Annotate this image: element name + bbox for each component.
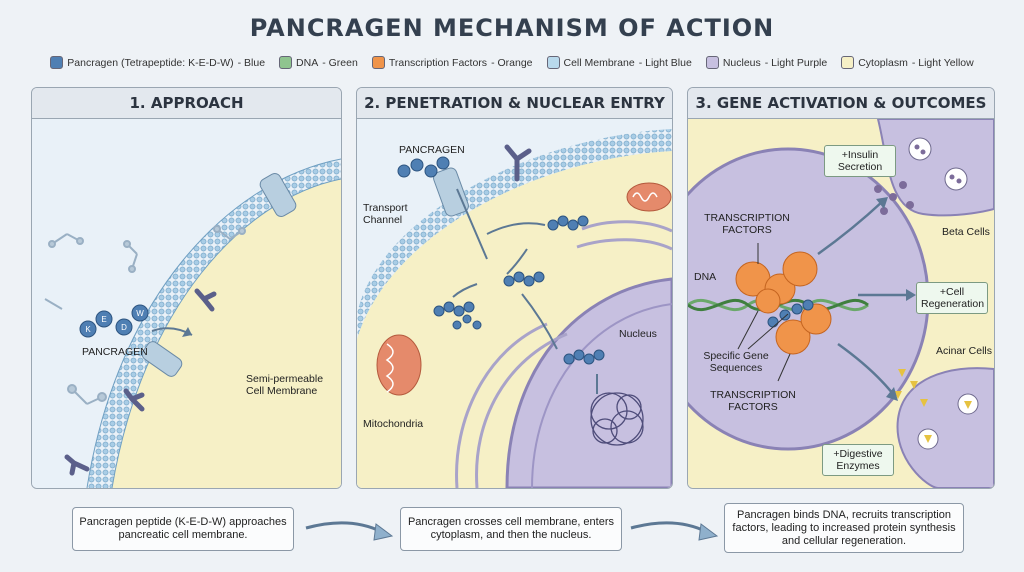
- legend-swatch: [841, 56, 855, 69]
- panel-penetration: 2. PENETRATION & NUCLEAR ENTRY: [356, 87, 673, 489]
- panel-heading: 1. APPROACH: [32, 88, 341, 119]
- transcription-factor: [735, 251, 832, 355]
- cell-regeneration-badge: +Cell Regeneration: [916, 282, 988, 314]
- acinar-cells-label: Acinar Cells: [936, 345, 993, 357]
- tf-label-top: TRANSCRIPTION FACTORS: [704, 212, 790, 236]
- summary-approach: Pancragen peptide (K-E-D-W) approaches p…: [72, 507, 294, 551]
- arrow-icon: [452, 188, 598, 394]
- legend-swatch: [50, 56, 64, 69]
- receptor-icon: [504, 144, 532, 182]
- legend-swatch: [279, 56, 293, 69]
- panel-approach: 1. APPROACH: [31, 87, 342, 489]
- legend-item-transcription-factors: Transcription Factors - Orange: [371, 56, 533, 69]
- panel-gene-activation: 3. GENE ACTIVATION & OUTCOMES: [687, 87, 995, 489]
- tf-label-bottom: TRANSCRIPTION FACTORS: [710, 389, 796, 413]
- legend-item-dna: DNA - Green: [279, 56, 358, 69]
- legend-swatch: [371, 56, 385, 69]
- panel-heading: 2. PENETRATION & NUCLEAR ENTRY: [357, 88, 672, 119]
- secretory-granule: [908, 137, 968, 191]
- label-connector: [737, 243, 791, 382]
- chromatin: [590, 392, 644, 446]
- arrowhead-icon: [876, 197, 916, 401]
- peptide-letter-w: W: [136, 309, 144, 318]
- membrane-channel: [259, 173, 297, 217]
- arrow-icon: [817, 200, 910, 395]
- legend-swatch: [546, 56, 560, 69]
- endoplasmic-reticulum: [455, 220, 672, 488]
- legend-item-nucleus: Nucleus - Light Purple: [705, 56, 827, 69]
- pancragen-peptide: [397, 156, 605, 365]
- flow-arrow-icon: [305, 521, 394, 541]
- pancragen-peptide: K E D W: [79, 304, 149, 338]
- nucleus: [505, 277, 672, 488]
- peptide-letter-e: E: [101, 315, 106, 324]
- pancragen-label: PANCRAGEN: [82, 346, 148, 358]
- peptide-letter-k: K: [85, 325, 91, 334]
- penetration-illustration: [357, 119, 672, 488]
- summary-penetration: Pancragen crosses cell membrane, enters …: [400, 507, 622, 551]
- digestive-enzymes-badge: +Digestive Enzymes: [822, 444, 894, 476]
- transport-channel: [433, 167, 469, 217]
- gene-sequences-label: Specific Gene Sequences: [703, 350, 769, 374]
- panel-heading: 3. GENE ACTIVATION & OUTCOMES: [688, 88, 994, 119]
- cell-membrane: [87, 159, 341, 488]
- enzyme-icon: [894, 369, 972, 443]
- dna-label: DNA: [694, 271, 717, 283]
- peptide-letter-d: D: [121, 323, 127, 332]
- flow-arrow-icon: [630, 521, 719, 541]
- insulin-secretion-badge: +Insulin Secretion: [824, 145, 896, 177]
- beta-cell: [876, 119, 994, 217]
- legend-item-cytoplasm: Cytoplasm - Light Yellow: [841, 56, 974, 69]
- legend-item-pancragen: Pancragen (Tetrapeptide: K-E-D-W) - Blue: [50, 56, 265, 69]
- membrane-label: Semi-permeable Cell Membrane: [246, 373, 324, 397]
- beta-cells-label: Beta Cells: [942, 226, 990, 238]
- transport-channel-label: Transport Channel: [363, 202, 408, 226]
- molecule-icon: [44, 225, 246, 405]
- legend-swatch: [705, 56, 719, 69]
- legend-item-cell-membrane: Cell Membrane - Light Blue: [546, 56, 692, 69]
- cytoplasm: [112, 179, 341, 488]
- mitochondria-label: Mitochondria: [363, 418, 424, 430]
- membrane-channel: [141, 341, 183, 377]
- insulin-granule: [874, 144, 962, 215]
- summary-gene-activation: Pancragen binds DNA, recruits transcript…: [724, 503, 964, 553]
- nucleus-label: Nucleus: [619, 328, 657, 340]
- legend: Pancragen (Tetrapeptide: K-E-D-W) - Blue…: [0, 56, 1024, 69]
- approach-illustration: K E D W: [32, 119, 341, 488]
- mitochondria-icon: [376, 182, 672, 396]
- page-title: PANCRAGEN MECHANISM OF ACTION: [249, 14, 775, 42]
- pancragen-label: PANCRAGEN: [399, 144, 465, 156]
- receptor-icon: [64, 288, 217, 476]
